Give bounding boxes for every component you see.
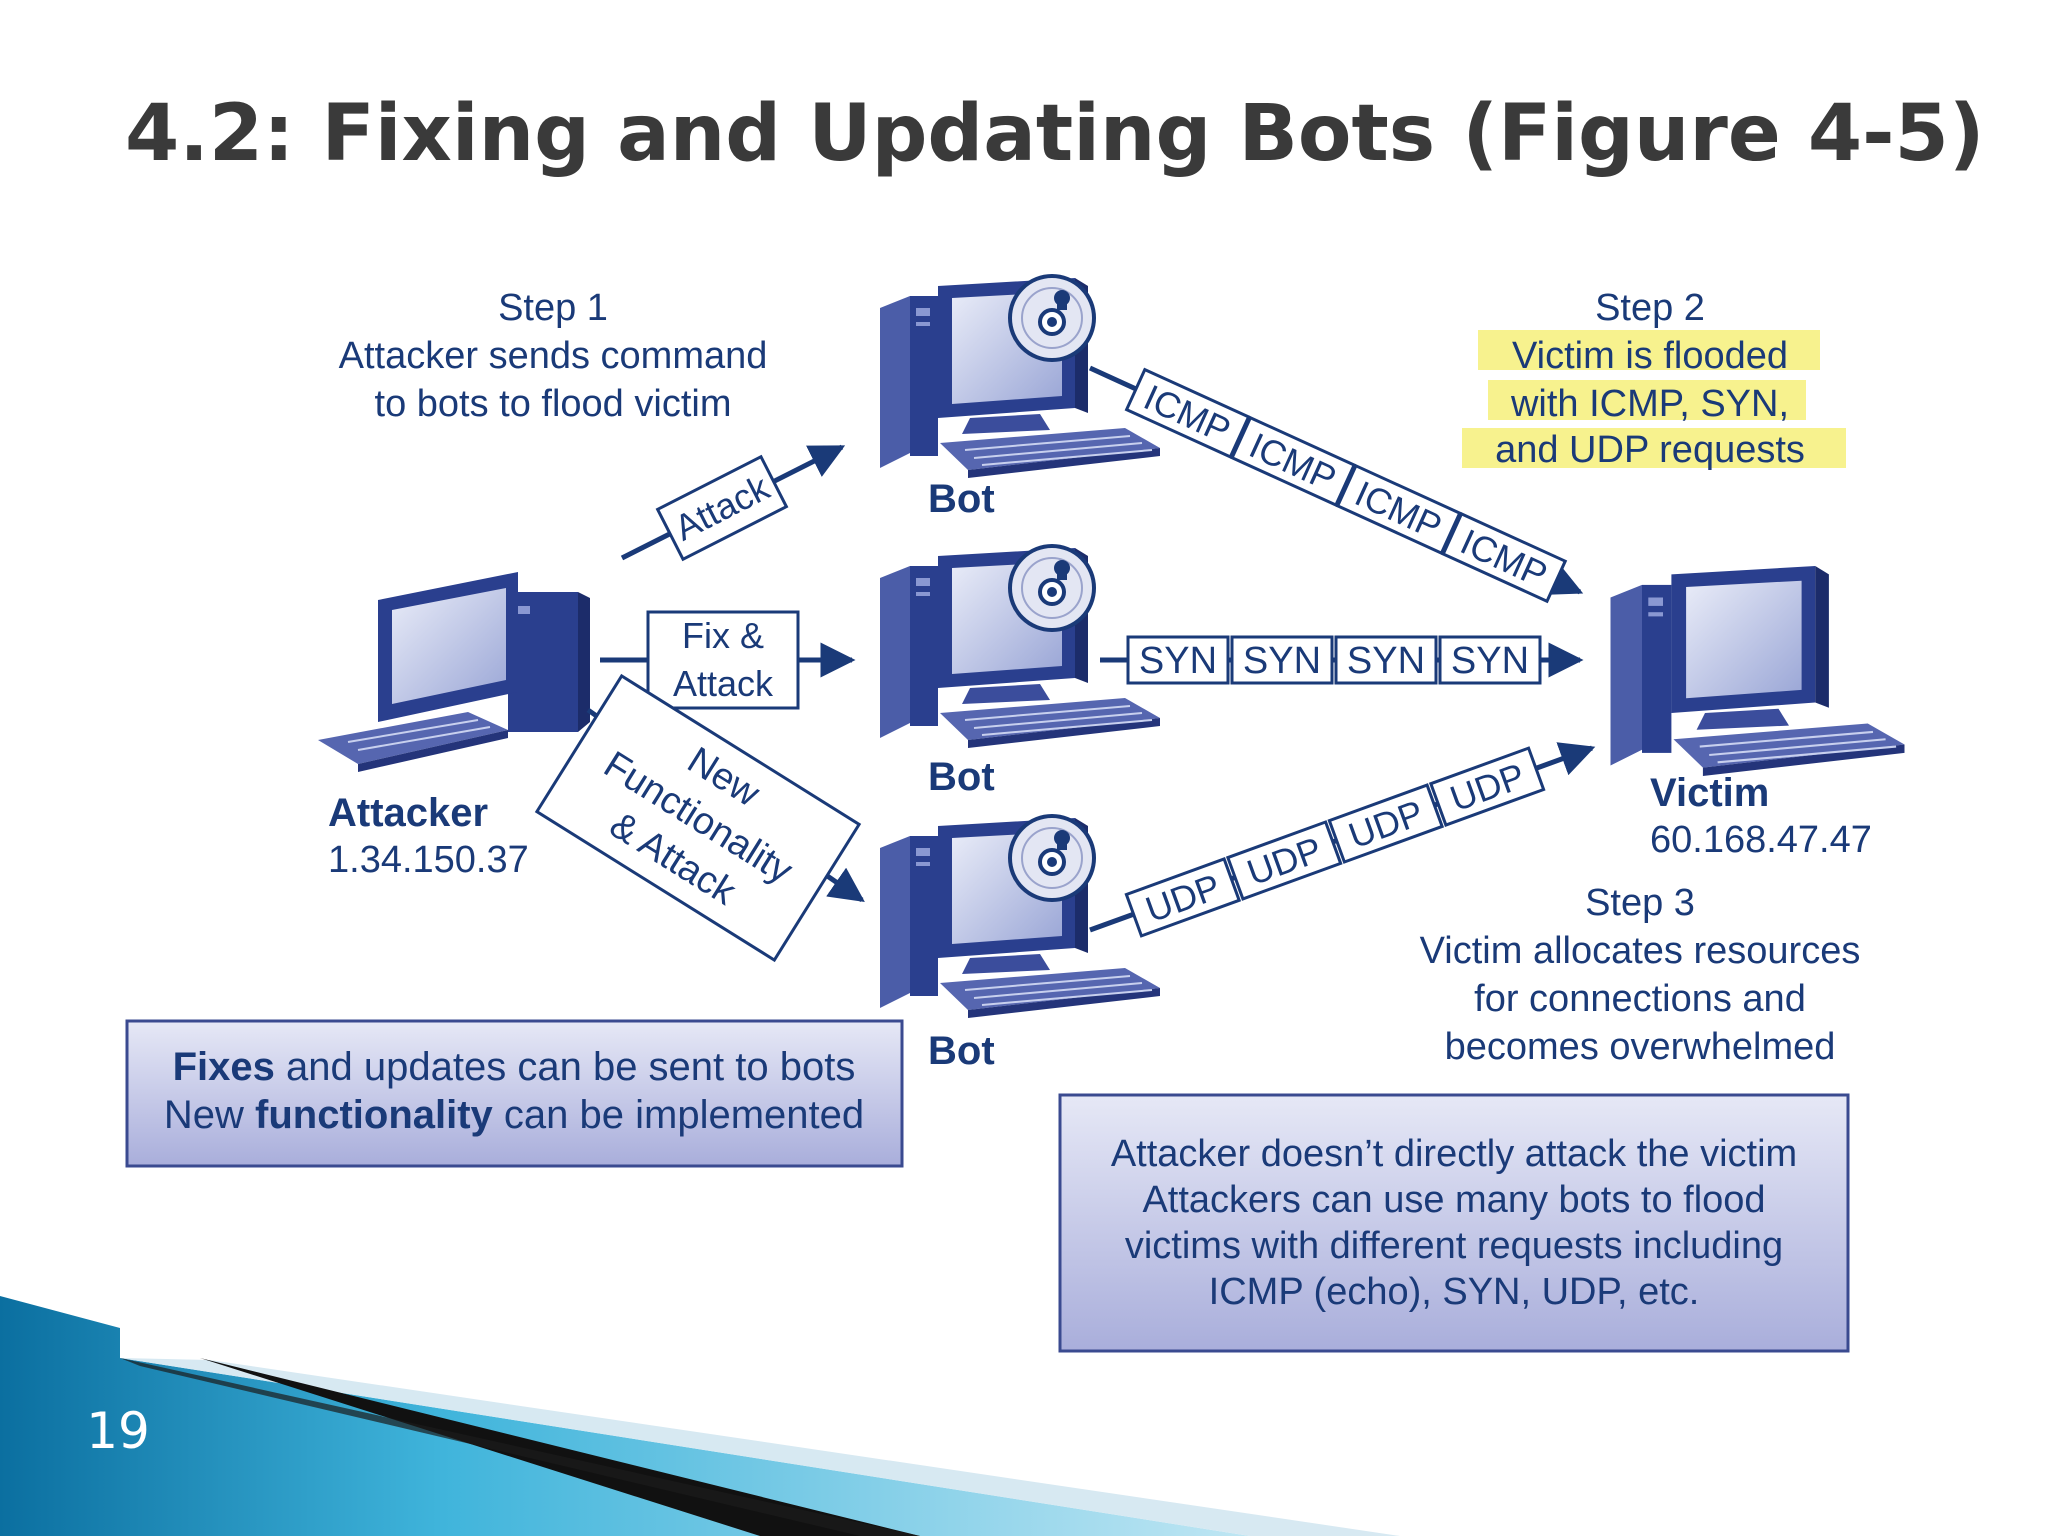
icmp-flood: ICMP ICMP ICMP ICMP [1088,365,1584,604]
step2-highlight [1462,428,1846,468]
callout-left-bold-functionality: functionality [255,1093,494,1137]
footer-decoration [0,1296,1400,1536]
syn-packet [1334,635,1438,685]
bot-label-bottom: Bot [928,1029,995,1073]
command-new-functionality: New Functionality & Attack [534,673,865,963]
step1-line1: Attacker sends command [339,335,768,377]
syn-packet [1438,635,1542,685]
syn-packet-label: SYN [1347,640,1425,682]
page-number: 19 [86,1402,150,1460]
step2-line1: Victim is flooded [1512,335,1788,377]
icmp-packet [1335,463,1462,556]
step2-line3: and UDP requests [1495,429,1805,471]
callout-left-line2: New functionality can be implemented [164,1093,864,1137]
step2-annotation: Step 2 Victim is flooded with ICMP, SYN,… [1462,287,1846,471]
command-attack: Attack [620,444,846,562]
icmp-packet [1230,415,1357,508]
udp-flood: UDP UDP UDP UDP [1089,742,1596,938]
attacker-ip: 1.34.150.37 [328,839,529,881]
syn-packet-label: SYN [1139,640,1217,682]
bot-label-top: Bot [928,477,995,521]
callout-right-line1: Attacker doesn’t directly attack the vic… [1111,1133,1797,1175]
bot-node-bottom: Bot [879,814,1161,1073]
syn-packet-label: SYN [1243,640,1321,682]
syn-flood: SYN SYN SYN SYN [1100,635,1584,685]
step1-line2: to bots to flood victim [375,383,732,425]
command-fix-attack: Fix & Attack [600,610,856,710]
desktop-computer-icon [1609,564,1906,778]
bot-node-top: Bot [879,274,1161,521]
command-fix-line1: Fix & [682,615,764,656]
bot-node-middle: Bot [879,544,1161,799]
callout-right-line2: Attackers can use many bots to flood [1142,1179,1765,1221]
command-fix-line2: Attack [673,663,774,704]
callout-left-line2-rest: can be implemented [493,1093,864,1137]
syn-packet-label: SYN [1451,640,1529,682]
step3-line2: for connections and [1474,978,1806,1020]
skull-disc-icon [1008,274,1096,362]
victim-label: Victim [1650,771,1769,815]
callout-right: Attacker doesn’t directly attack the vic… [1058,1093,1850,1353]
step2-line2: with ICMP, SYN, [1510,383,1789,425]
attacker-node: Attacker 1.34.150.37 [317,571,591,881]
step3-line1: Victim allocates resources [1420,930,1861,972]
syn-packet [1230,635,1334,685]
udp-packet [1225,820,1343,901]
udp-packet [1327,783,1445,864]
step3-line3: becomes overwhelmed [1445,1026,1836,1068]
step3-heading: Step 3 [1585,882,1695,924]
step2-highlight [1488,380,1806,420]
icmp-packet [1124,367,1251,459]
udp-packet [1428,746,1546,827]
victim-node: Victim 60.168.47.47 [1609,564,1906,861]
udp-packet [1124,857,1242,938]
bot-label-middle: Bot [928,755,995,799]
step2-highlight [1478,330,1820,370]
syn-packet [1126,635,1230,685]
attacker-label: Attacker [328,791,488,835]
callout-left: Fixes and updates can be sent to bots Ne… [125,1019,904,1168]
icmp-packet [1441,511,1568,604]
callout-left-line1-rest: and updates can be sent to bots [275,1045,855,1089]
slide-title: 4.2: Fixing and Updating Bots (Figure 4-… [125,89,1984,179]
callout-left-line1: Fixes and updates can be sent to bots [173,1045,856,1089]
victim-ip: 60.168.47.47 [1650,819,1872,861]
callout-right-line4: ICMP (echo), SYN, UDP, etc. [1209,1271,1700,1313]
step1-annotation: Step 1 Attacker sends command to bots to… [339,287,768,425]
callout-left-line2-start: New [164,1093,255,1137]
skull-disc-icon [1008,544,1096,632]
callout-left-bold-fixes: Fixes [173,1045,275,1089]
step3-annotation: Step 3 Victim allocates resources for co… [1420,882,1861,1068]
step2-heading: Step 2 [1595,287,1705,329]
skull-disc-icon [1008,814,1096,902]
callout-right-line3: victims with different requests includin… [1125,1225,1783,1267]
laptop-computer-icon [317,571,591,773]
step1-heading: Step 1 [498,287,608,329]
